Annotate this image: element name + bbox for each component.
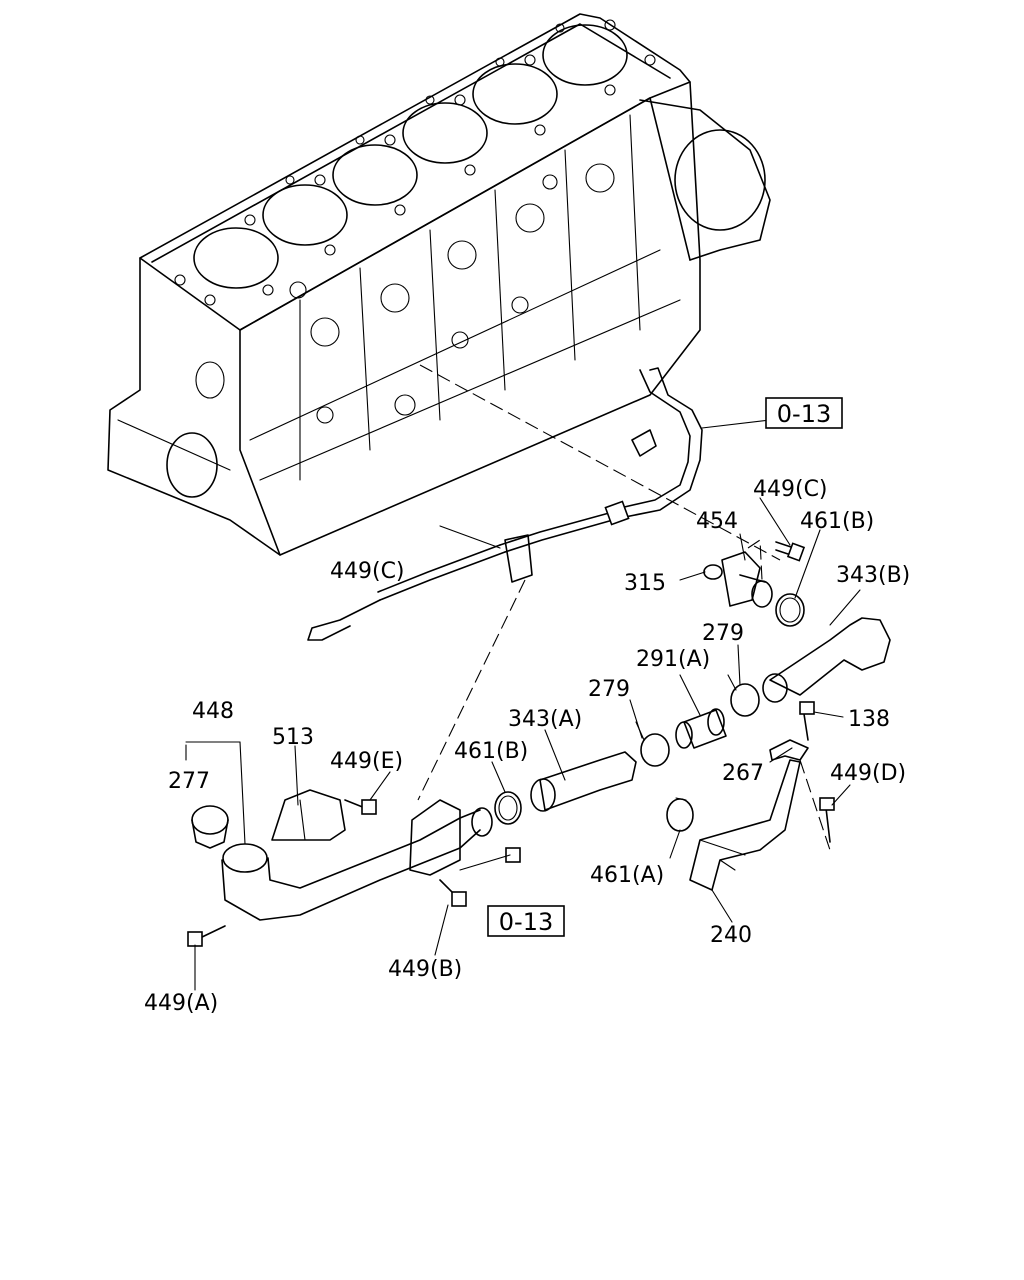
- callout-343b: 343(B): [836, 563, 910, 588]
- callout-461a: 461(A): [590, 863, 664, 888]
- engine-block: [107, 13, 771, 556]
- callout-449c-top: 449(C): [753, 477, 828, 502]
- callout-449a: 449(A): [144, 991, 218, 1016]
- callout-138: 138: [848, 707, 890, 732]
- callout-449e: 449(E): [330, 749, 403, 774]
- callout-279-mid: 279: [588, 677, 630, 702]
- callout-513: 513: [272, 725, 314, 750]
- callout-343a: 343(A): [508, 707, 582, 732]
- ref-box-bottom: 0-13: [487, 905, 565, 937]
- callout-461b-top: 461(B): [800, 509, 874, 534]
- water-outlet-parts: [494, 539, 891, 891]
- callout-461b-mid: 461(B): [454, 739, 528, 764]
- callout-291a: 291(A): [636, 647, 710, 672]
- callout-449c-left: 449(C): [330, 559, 405, 584]
- callout-267: 267: [722, 761, 764, 786]
- ref-label-top: 0-13: [777, 400, 831, 428]
- callout-449d: 449(D): [830, 761, 906, 786]
- callout-240: 240: [710, 923, 752, 948]
- ref-box-top: 0-13: [765, 397, 843, 429]
- callout-277: 277: [168, 769, 210, 794]
- ref-label-bottom: 0-13: [499, 908, 553, 936]
- callout-449b: 449(B): [388, 957, 462, 982]
- callout-448: 448: [192, 699, 234, 724]
- callout-315: 315: [624, 571, 666, 596]
- leader-lines: [185, 419, 861, 991]
- callout-454: 454: [696, 509, 738, 534]
- filler-pipe-parts: [187, 364, 781, 947]
- callout-279-top: 279: [702, 621, 744, 646]
- dipstick-assembly: [307, 367, 703, 641]
